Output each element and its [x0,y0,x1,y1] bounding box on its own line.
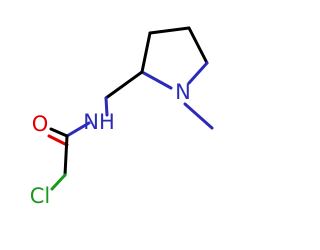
bond-ch2-cl [50,173,67,191]
bond-ch2-nh [104,96,109,117]
atom-label-oxygen: O [32,112,49,136]
structure-diagram: NH N O Cl [29,26,214,208]
molecule-svg: NH N O Cl [30,26,214,208]
bond-carbonyl-o-b [47,134,69,147]
atom-label-chlorine: Cl [30,184,51,208]
atom-label-ring-n: N [175,80,191,104]
bond-nh-carbonyl [65,121,91,138]
bond-n-methyl [183,102,214,130]
bond-carbonyl-ch2 [63,134,69,177]
bond-ring-n-c2 [140,70,173,90]
bond-ring-c4-c5 [187,26,209,65]
bond-ring-c5-n [187,61,209,85]
bond-ring-c3-c4 [148,26,191,35]
bond-c2-ch2 [104,70,144,100]
atom-label-nh: NH [83,110,115,134]
bond-ring-c2-c3 [140,31,152,74]
bond-carbonyl-o-a [49,127,69,138]
